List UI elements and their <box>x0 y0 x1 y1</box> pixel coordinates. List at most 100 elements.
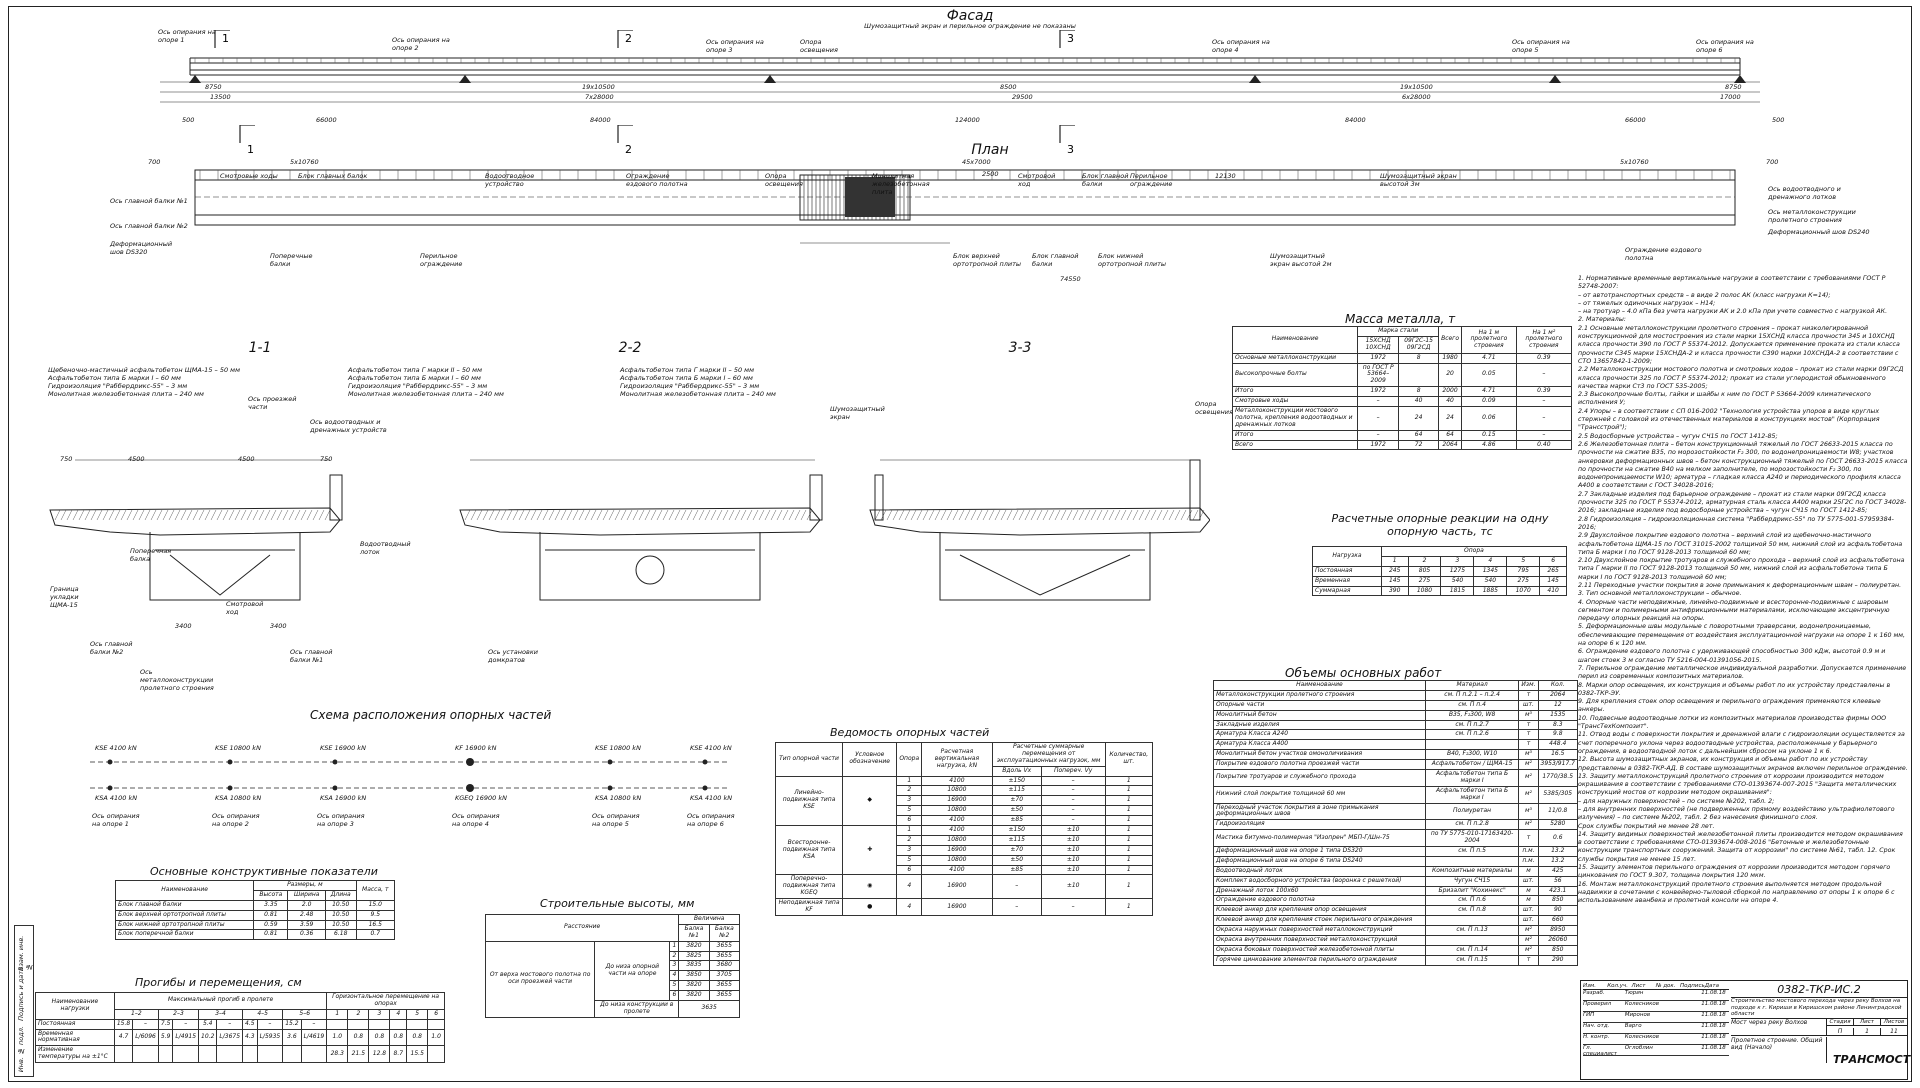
bearing-cell: ±85 <box>991 815 1042 827</box>
works-cell: Дренажный лоток 100х60 <box>1213 885 1426 897</box>
support-5-symbol <box>1549 75 1561 83</box>
note-item: 2.11 Переходные участки покрытия в зоне … <box>1578 581 1902 589</box>
deflections-cell: 1.0 <box>427 1028 445 1047</box>
dim-r3-3: 124000 <box>955 116 980 124</box>
deflections-cell: 0.8 <box>406 1028 429 1047</box>
works-cell: 425 <box>1537 865 1579 877</box>
works-cell: Металлоконструкции пролетного строения <box>1213 689 1426 701</box>
s-label-3: Поперечная балка <box>130 547 172 564</box>
works-cell: В40, F₂300, W10 <box>1424 749 1520 761</box>
stamp-stage-header: Стадия Лист Листов <box>1827 1019 1907 1026</box>
b-h5: Вдоль Vx <box>991 765 1042 777</box>
w-h1: Материал <box>1424 680 1520 691</box>
deflections-cell <box>132 1045 159 1064</box>
m-h4: Всего <box>1438 326 1463 354</box>
indicators-cell: Блок верхней ортотропной плиты <box>114 909 255 921</box>
bearing-type: Всесторонне-подвижная типа KSA <box>774 825 844 876</box>
bearing-cell: 16900 <box>921 874 993 900</box>
r-h5: 4 <box>1473 555 1508 567</box>
stamp-signature <box>1673 1012 1701 1022</box>
note-item: 3. Тип основной металлоконструкции – обы… <box>1578 590 1742 598</box>
support-2-symbol <box>459 75 471 83</box>
works-row: Переходный участок покрытия в зоне примы… <box>1213 802 1579 821</box>
dim-r2-3: 6x28000 <box>1402 93 1431 101</box>
bearing-cell: 2 <box>896 834 923 846</box>
dim-r1-2: 8500 <box>1000 83 1017 91</box>
deflections-cell: 1.0 <box>326 1028 349 1047</box>
works-cell: 16.5 <box>1537 749 1579 761</box>
bearing-cell: 1 <box>1104 898 1154 916</box>
metal-cell: 0.05 <box>1461 362 1517 388</box>
plan-left-2: Деформационный шов DS320 <box>110 240 173 257</box>
note-item: 7. Перильное ограждение металлическое ин… <box>1578 664 1907 681</box>
stamp-role: Гл. специалист <box>1583 1045 1618 1057</box>
svg-text:3: 3 <box>1067 143 1074 156</box>
sc-2: Лист <box>1631 983 1646 989</box>
plan-dim-4: 12130 <box>1215 172 1236 180</box>
indicators-cell: 10.50 <box>324 919 357 931</box>
metal-table: Наименование Марка стали Всего На 1 м пр… <box>1231 326 1573 451</box>
works-row: Деформационный шов на опоре 1 типа DS320… <box>1213 846 1579 857</box>
deflections-cell: 5.4 <box>198 1018 218 1030</box>
h-h1: Величина <box>678 914 740 925</box>
stamp-date: 11.08.18 <box>1701 990 1726 996</box>
stamp-signature <box>1673 1045 1701 1055</box>
plan-top-3: Ограждение ездового полотна <box>626 172 688 189</box>
works-cell: Водоотводный лоток <box>1213 865 1426 877</box>
dim-r2-2: 29500 <box>1012 93 1033 101</box>
reactions-cell: 1080 <box>1407 585 1442 597</box>
s-label-4: Граница укладки ЩМА-15 <box>50 585 79 610</box>
stamp-role: Проверил <box>1583 1001 1612 1007</box>
plan-top-0: Смотровые ходы <box>220 172 278 180</box>
deflections-cell: 4.3 <box>242 1028 258 1047</box>
sc-0: Изм. <box>1583 983 1596 989</box>
bearing-cell: – <box>1040 805 1106 817</box>
r-h4: 3 <box>1440 555 1475 567</box>
bearing-cell: ±115 <box>991 785 1042 797</box>
s-label-6: Ось главной балки №2 <box>90 640 133 657</box>
works-cell: м <box>1518 895 1539 907</box>
works-cell: Композитные материалы <box>1424 865 1520 877</box>
scheme-top-label: KSE 16900 kN <box>320 744 366 752</box>
metal-cell: 64 <box>1438 429 1463 441</box>
works-cell: Арматура Класса А400 <box>1213 739 1426 751</box>
works-cell: м <box>1518 885 1539 897</box>
heights-cell: 3655 <box>708 940 741 952</box>
bearing-cell: 1 <box>896 825 923 836</box>
scheme-bottom-label: KSA 4100 kN <box>95 794 138 802</box>
m-h5: На 1 м пролетного строения <box>1461 326 1517 354</box>
reactions-cell: 145 <box>1539 575 1567 587</box>
works-cell: Покрытие тротуаров и служебного прохода <box>1213 769 1426 787</box>
plan-bottom-2: Блок верхней ортотропной плиты <box>953 252 1022 269</box>
dim-r3-2: 84000 <box>590 116 611 124</box>
deflections-title: Прогибы и перемещения, см <box>135 976 302 989</box>
works-cell <box>1424 915 1520 927</box>
facade-subtitle: Шумозащитный экран и перильное ограждени… <box>864 22 1076 30</box>
works-cell: 9.8 <box>1537 729 1579 741</box>
facade-support-5: Ось опирания на опоре 5 <box>1512 38 1570 55</box>
plan-top-6: Смотровой ход <box>1018 172 1056 189</box>
works-cell: 8950 <box>1537 925 1579 937</box>
note-item: 12. Высота шумозащитных экранов, их конс… <box>1578 756 1908 772</box>
facade-support-4: Ось опирания на опоре 4 <box>1212 38 1270 55</box>
s22r-layer-1: Асфальтобетон типа Б марки I – 60 мм <box>620 374 753 383</box>
b-h2: Опора <box>896 742 923 777</box>
works-row: Клеевой анкер для крепления стоек периль… <box>1213 915 1579 927</box>
stamp-stage-h: Стадия <box>1827 1019 1854 1025</box>
dim-r3-5: 66000 <box>1625 116 1646 124</box>
bearing-cell: – <box>1040 898 1106 916</box>
works-cell: т <box>1518 729 1539 741</box>
deflections-cell <box>427 1018 445 1030</box>
bearing-node <box>107 785 113 791</box>
works-cell: Клеевой анкер для крепления стоек периль… <box>1213 915 1426 927</box>
bearing-cell: 16900 <box>921 844 993 856</box>
works-row: Мастика битумно-полимерная "Изопрен" МБП… <box>1213 829 1579 848</box>
stamp-role: Н. контр. <box>1583 1034 1610 1040</box>
bearing-cell: 2 <box>896 785 923 797</box>
works-row: Монолитный бетон участков омоноличивания… <box>1213 749 1579 761</box>
